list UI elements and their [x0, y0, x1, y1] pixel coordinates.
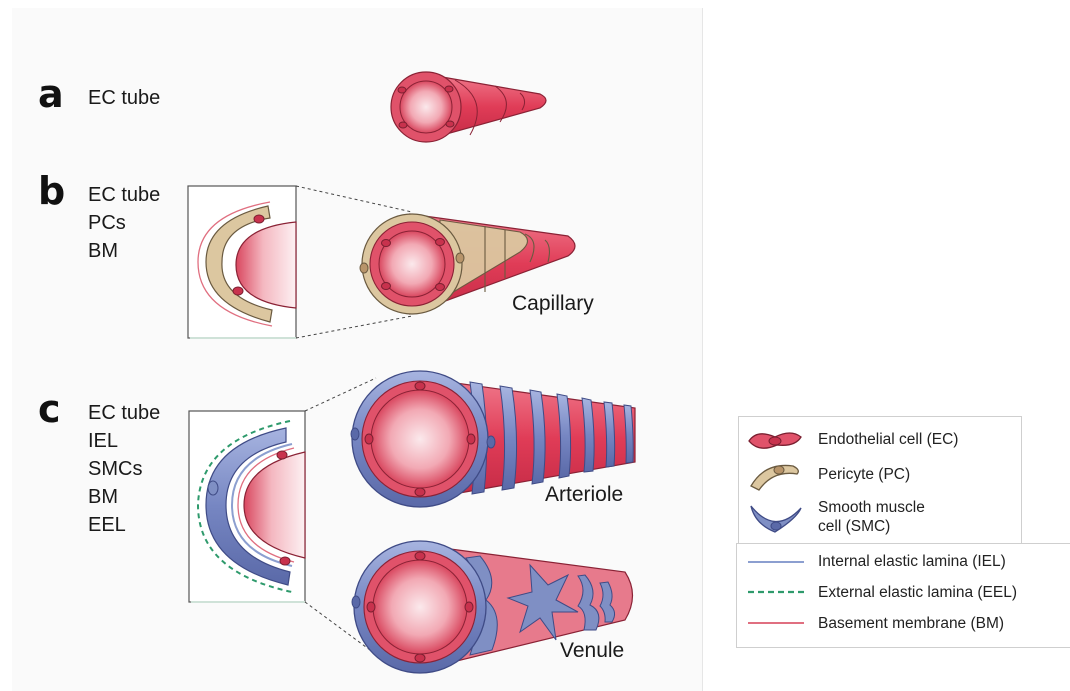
- pericyte-icon: [745, 458, 807, 496]
- panel-b-component: PCs: [88, 213, 126, 233]
- panel-b-component: EC tube: [88, 185, 160, 205]
- legend-smooth-muscle-cell-line2: cell (SMC): [818, 518, 890, 536]
- panel-c-component: SMCs: [88, 459, 142, 479]
- panel-c-component: EEL: [88, 515, 126, 535]
- legend-endothelial-cell: Endothelial cell (EC): [818, 431, 958, 449]
- legend-smooth-muscle-cell-line1: Smooth muscle: [818, 499, 925, 517]
- smooth-muscle-cell-icon: [745, 496, 807, 538]
- capillary-label: Capillary: [512, 293, 594, 314]
- panel-letter-c: c: [38, 390, 61, 428]
- arteriole-venule-inset: [189, 411, 305, 602]
- capillary-inset: [188, 186, 296, 338]
- legend-external-elastic-lamina: External elastic lamina (EEL): [818, 584, 1017, 602]
- panel-c-component: IEL: [88, 431, 118, 451]
- endothelial-cell-icon: [745, 423, 807, 459]
- venule-label: Venule: [560, 640, 624, 661]
- panel-c-component: EC tube: [88, 403, 160, 423]
- panel-b-component: BM: [88, 241, 118, 261]
- legend-line-swatches: [748, 552, 810, 642]
- legend-internal-elastic-lamina: Internal elastic lamina (IEL): [818, 553, 1006, 571]
- panel-a-component: EC tube: [88, 88, 160, 108]
- arteriole-label: Arteriole: [545, 484, 623, 505]
- legend-pericyte: Pericyte (PC): [818, 466, 910, 484]
- panel-letter-b: b: [38, 172, 65, 210]
- ec-tube-illustration: [391, 72, 546, 142]
- panel-c-component: BM: [88, 487, 118, 507]
- legend-basement-membrane: Basement membrane (BM): [818, 615, 1004, 633]
- panel-letter-a: a: [38, 75, 64, 113]
